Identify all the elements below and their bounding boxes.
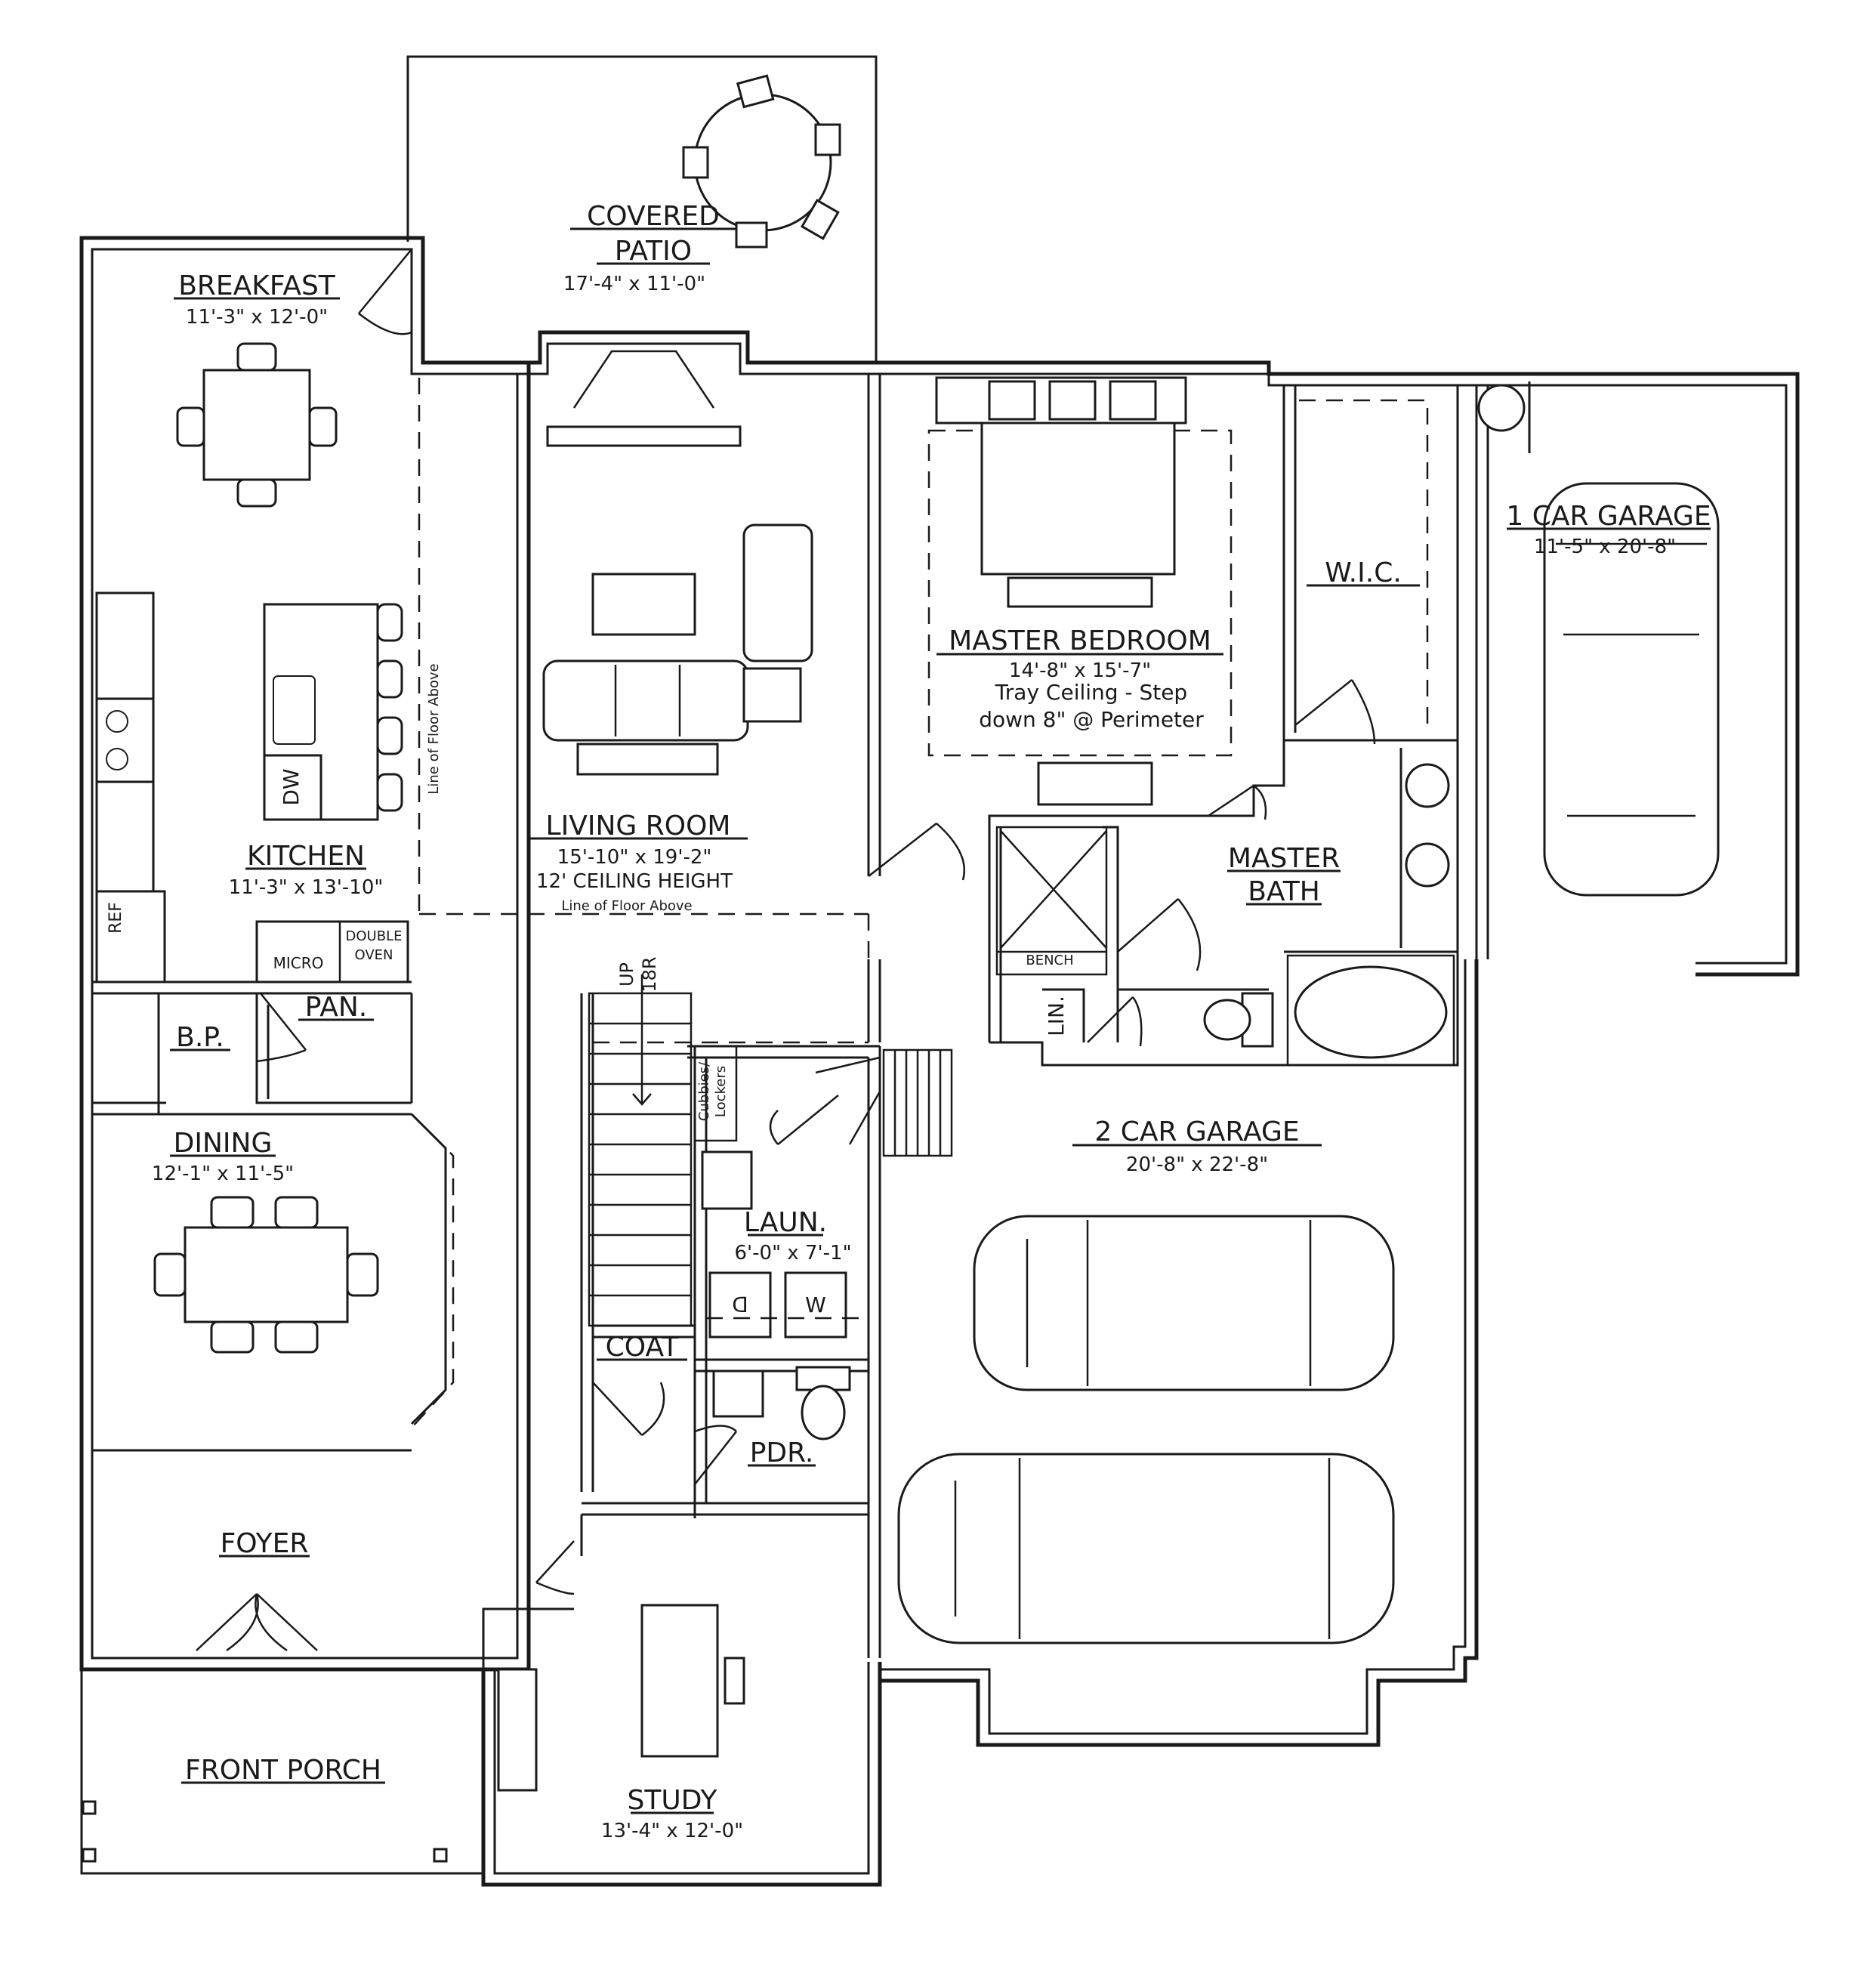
master-bedroom-note-2: down 8" @ Perimeter xyxy=(979,707,1204,732)
covered-patio-dims: 17'-4" x 11'-0" xyxy=(563,273,705,295)
bp-label: B.P. xyxy=(176,1022,224,1053)
bath-fixtures xyxy=(1000,763,1450,1059)
dryer-label: D xyxy=(732,1292,748,1317)
dining-dims: 12'-1" x 11'-5" xyxy=(152,1163,294,1185)
powder-label: PDR. xyxy=(750,1437,814,1468)
two-car-garage-cars xyxy=(897,1215,1395,1644)
master-bed xyxy=(927,376,1233,806)
master-bath-label-2: BATH xyxy=(1248,876,1320,907)
dining-table xyxy=(153,1196,379,1354)
label-underlines xyxy=(170,227,1711,1814)
study-furniture xyxy=(497,1604,745,1792)
foyer-label: FOYER xyxy=(221,1528,309,1559)
washer-label: W xyxy=(805,1292,826,1317)
covered-patio xyxy=(406,55,878,363)
study-label: STUDY xyxy=(628,1785,718,1816)
master-bath-label-1: MASTER xyxy=(1228,843,1340,874)
one-car-garage-label: 1 CAR GARAGE xyxy=(1506,501,1711,532)
wic-shelves xyxy=(1299,399,1429,733)
one-car-garage-items xyxy=(1477,381,1720,897)
covered-patio-label-1: COVERED xyxy=(587,201,720,232)
cubbies-label-1: Cubbies/ xyxy=(696,1061,712,1121)
dining-label: DINING xyxy=(174,1128,273,1159)
micro-label: MICRO xyxy=(273,954,324,972)
living-furniture xyxy=(542,523,813,776)
breakfast-table xyxy=(176,342,338,508)
laundry-fixtures xyxy=(693,1045,861,1441)
stair-up-label: UP xyxy=(616,962,637,987)
one-car-garage-dims: 11'-5" x 20'-8" xyxy=(1534,536,1676,558)
pantry-label: PAN. xyxy=(305,992,367,1023)
two-car-garage-dims: 20'-8" x 22'-8" xyxy=(1126,1153,1268,1176)
stair xyxy=(588,974,693,1327)
master-bedroom-label: MASTER BEDROOM xyxy=(949,625,1211,656)
study-dims: 13'-4" x 12'-0" xyxy=(601,1820,743,1842)
breakfast-dims: 11'-3" x 12'-0" xyxy=(186,306,328,329)
kitchen-label: KITCHEN xyxy=(247,841,365,872)
linen-label: LIN. xyxy=(1044,996,1069,1036)
living-room-note: 12' CEILING HEIGHT xyxy=(536,870,733,893)
wic-label: W.I.C. xyxy=(1325,557,1402,588)
master-bedroom-dims: 14'-8" x 15'-7" xyxy=(1009,659,1151,682)
kitchen-counters xyxy=(95,591,409,984)
cubbies-label-2: Lockers xyxy=(713,1066,729,1117)
breakfast-label: BREAKFAST xyxy=(178,270,336,301)
floor-above-label-vertical: Line of Floor Above xyxy=(426,663,442,794)
front-porch-label: FRONT PORCH xyxy=(185,1755,381,1786)
laundry-label: LAUN. xyxy=(744,1207,827,1238)
ref-label: REF xyxy=(106,902,125,934)
kitchen-dims: 11'-3" x 13'-10" xyxy=(229,876,384,899)
living-room-label: LIVING ROOM xyxy=(546,811,731,841)
floor-above-lines xyxy=(418,378,870,1046)
two-car-garage-label: 2 CAR GARAGE xyxy=(1094,1116,1299,1147)
fireplace xyxy=(546,350,742,447)
kitchen-island xyxy=(263,603,403,821)
bench-label: BENCH xyxy=(1026,953,1073,968)
floor-above-label-horizontal: Line of Floor Above xyxy=(561,898,692,914)
living-room-dims: 15'-10" x 19'-2" xyxy=(557,846,712,869)
dw-label: DW xyxy=(279,768,304,805)
covered-patio-label-2: PATIO xyxy=(615,236,692,267)
stair-risers-label: 18R xyxy=(639,956,660,992)
master-bedroom-note-1: Tray Ceiling - Step xyxy=(995,680,1187,705)
front-porch xyxy=(80,1669,483,1875)
coat-label: COAT xyxy=(606,1332,680,1363)
laundry-dims: 6'-0" x 7'-1" xyxy=(734,1242,851,1264)
double-oven-label-2: OVEN xyxy=(354,947,393,963)
double-oven-label-1: DOUBLE xyxy=(346,928,403,944)
door-swings xyxy=(196,249,1376,1652)
